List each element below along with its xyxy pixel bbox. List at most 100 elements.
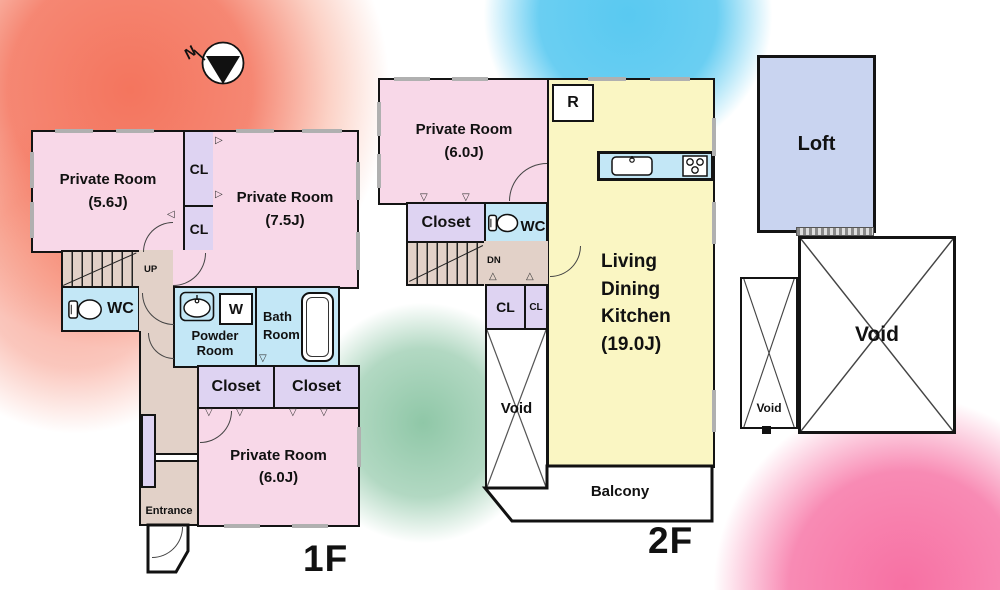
bathtub-icon <box>301 292 334 362</box>
door-swing-mark: ▽ <box>462 192 470 203</box>
loft-room: Loft <box>757 55 876 233</box>
washer-label: W <box>228 300 244 318</box>
void-2f: Void <box>485 328 548 489</box>
toilet-icon <box>487 213 518 232</box>
window-mark <box>292 523 328 528</box>
living-dining-kitchen: Living Dining Kitchen (19.0J) <box>547 78 715 468</box>
door-swing-mark: ▽ <box>320 407 328 418</box>
door-swing-mark: ▽ <box>205 407 213 418</box>
door-swing-mark: ▽ <box>420 192 428 203</box>
void-label: Void <box>756 401 782 415</box>
void-cross <box>487 330 546 487</box>
closet-cl-upper-1f: CL <box>183 130 215 207</box>
room-size: (6.0J) <box>258 469 299 486</box>
room-name: Private Room <box>415 121 513 138</box>
door-swing-mark: ▽ <box>236 407 244 418</box>
void-label: Void <box>500 400 533 417</box>
closet-2f: Closet <box>406 202 486 243</box>
window-mark <box>452 76 488 81</box>
closet-cl-large-2f: CL <box>485 284 526 330</box>
window-mark <box>224 523 260 528</box>
loft-hatch <box>796 227 874 236</box>
bath-room-label: Bath Room <box>263 308 300 344</box>
room-size: (6.0J) <box>444 143 484 161</box>
window-mark <box>116 128 154 133</box>
wc-room-1f: WC <box>61 286 140 332</box>
entrance-label: Entrance <box>145 505 193 517</box>
balcony-label: Balcony <box>590 483 650 500</box>
floor-2f-label: 2F <box>648 520 694 561</box>
void-large: Void <box>798 236 956 434</box>
window-mark <box>355 232 360 270</box>
door-swing-mark: ◁ <box>167 209 175 220</box>
bath-room-1f: Bath Room <box>255 286 340 368</box>
balcony <box>481 464 714 523</box>
ldk-label-line1: Living <box>601 251 657 272</box>
door-swing-mark: △ <box>489 271 497 282</box>
powder-room-label: Powder Room <box>191 328 239 358</box>
ldk-label: Living Dining Kitchen (19.0J) <box>601 248 671 358</box>
dn-label: DN <box>487 255 501 266</box>
void-cross <box>743 279 795 427</box>
window-mark <box>711 118 716 156</box>
window-mark <box>302 128 342 133</box>
up-label: UP <box>144 264 158 275</box>
door-swing-mark: ▽ <box>259 353 267 364</box>
washing-machine: W <box>219 293 253 325</box>
closet-cl-small-2f: CL <box>524 284 548 330</box>
window-mark <box>394 76 430 81</box>
room-private-7-5j: Private Room (7.5J) <box>213 130 359 289</box>
refrigerator-label: R <box>567 94 579 111</box>
window-mark <box>29 152 34 188</box>
closet-label: Closet <box>421 213 471 231</box>
window-mark <box>588 76 626 81</box>
window-mark <box>711 390 716 432</box>
cl-label: CL <box>189 160 209 177</box>
void-cross <box>801 239 953 431</box>
room-name: Private Room <box>236 189 334 206</box>
stairs-1f <box>61 250 141 288</box>
bath-label-line2: Room <box>263 327 300 343</box>
ldk-label-line3: Kitchen <box>601 306 671 328</box>
window-mark <box>55 128 93 133</box>
wc-room-2f: WC <box>484 202 548 243</box>
kitchen-sink-stove-icon <box>611 155 708 177</box>
closet-right-1f: Closet <box>273 365 360 409</box>
hallway-1f <box>139 250 173 291</box>
void-label: Void <box>855 323 899 346</box>
stairs-2f <box>406 241 486 286</box>
door-swing-mark: △ <box>526 271 534 282</box>
door-swing-mark: ▷ <box>215 189 223 200</box>
hallway-2f <box>484 241 548 286</box>
door-swing-mark: ▽ <box>289 407 297 418</box>
room-size: (7.5J) <box>265 211 305 229</box>
ldk-label-line2: Dining <box>601 278 661 300</box>
loft-label: Loft <box>797 132 836 155</box>
window-mark <box>376 102 381 136</box>
room-size: (5.6J) <box>88 193 128 211</box>
kitchen-counter <box>597 151 714 181</box>
window-mark <box>29 202 34 238</box>
floor-1f-label: 1F <box>303 538 349 579</box>
void-small: Void <box>740 277 798 429</box>
closet-left-1f: Closet <box>197 365 275 409</box>
window-mark <box>376 154 381 188</box>
sink-icon <box>179 291 215 322</box>
wc-label: WC <box>107 300 134 317</box>
window-mark <box>711 202 716 244</box>
cl-label: CL <box>189 221 209 237</box>
closet-cl-lower-1f: CL <box>183 205 215 253</box>
room-name: Private Room <box>230 446 327 464</box>
room-name: Private Room <box>59 171 157 188</box>
closet-label: Closet <box>211 378 261 395</box>
window-mark <box>356 427 361 467</box>
window-mark <box>650 76 690 81</box>
refrigerator-space: R <box>552 84 594 122</box>
cl-label: CL <box>496 299 515 315</box>
closet-label: Closet <box>292 378 341 395</box>
wc-label: WC <box>520 218 546 235</box>
shoe-cabinet <box>141 414 156 488</box>
window-mark <box>355 162 360 200</box>
window-mark <box>236 128 274 133</box>
